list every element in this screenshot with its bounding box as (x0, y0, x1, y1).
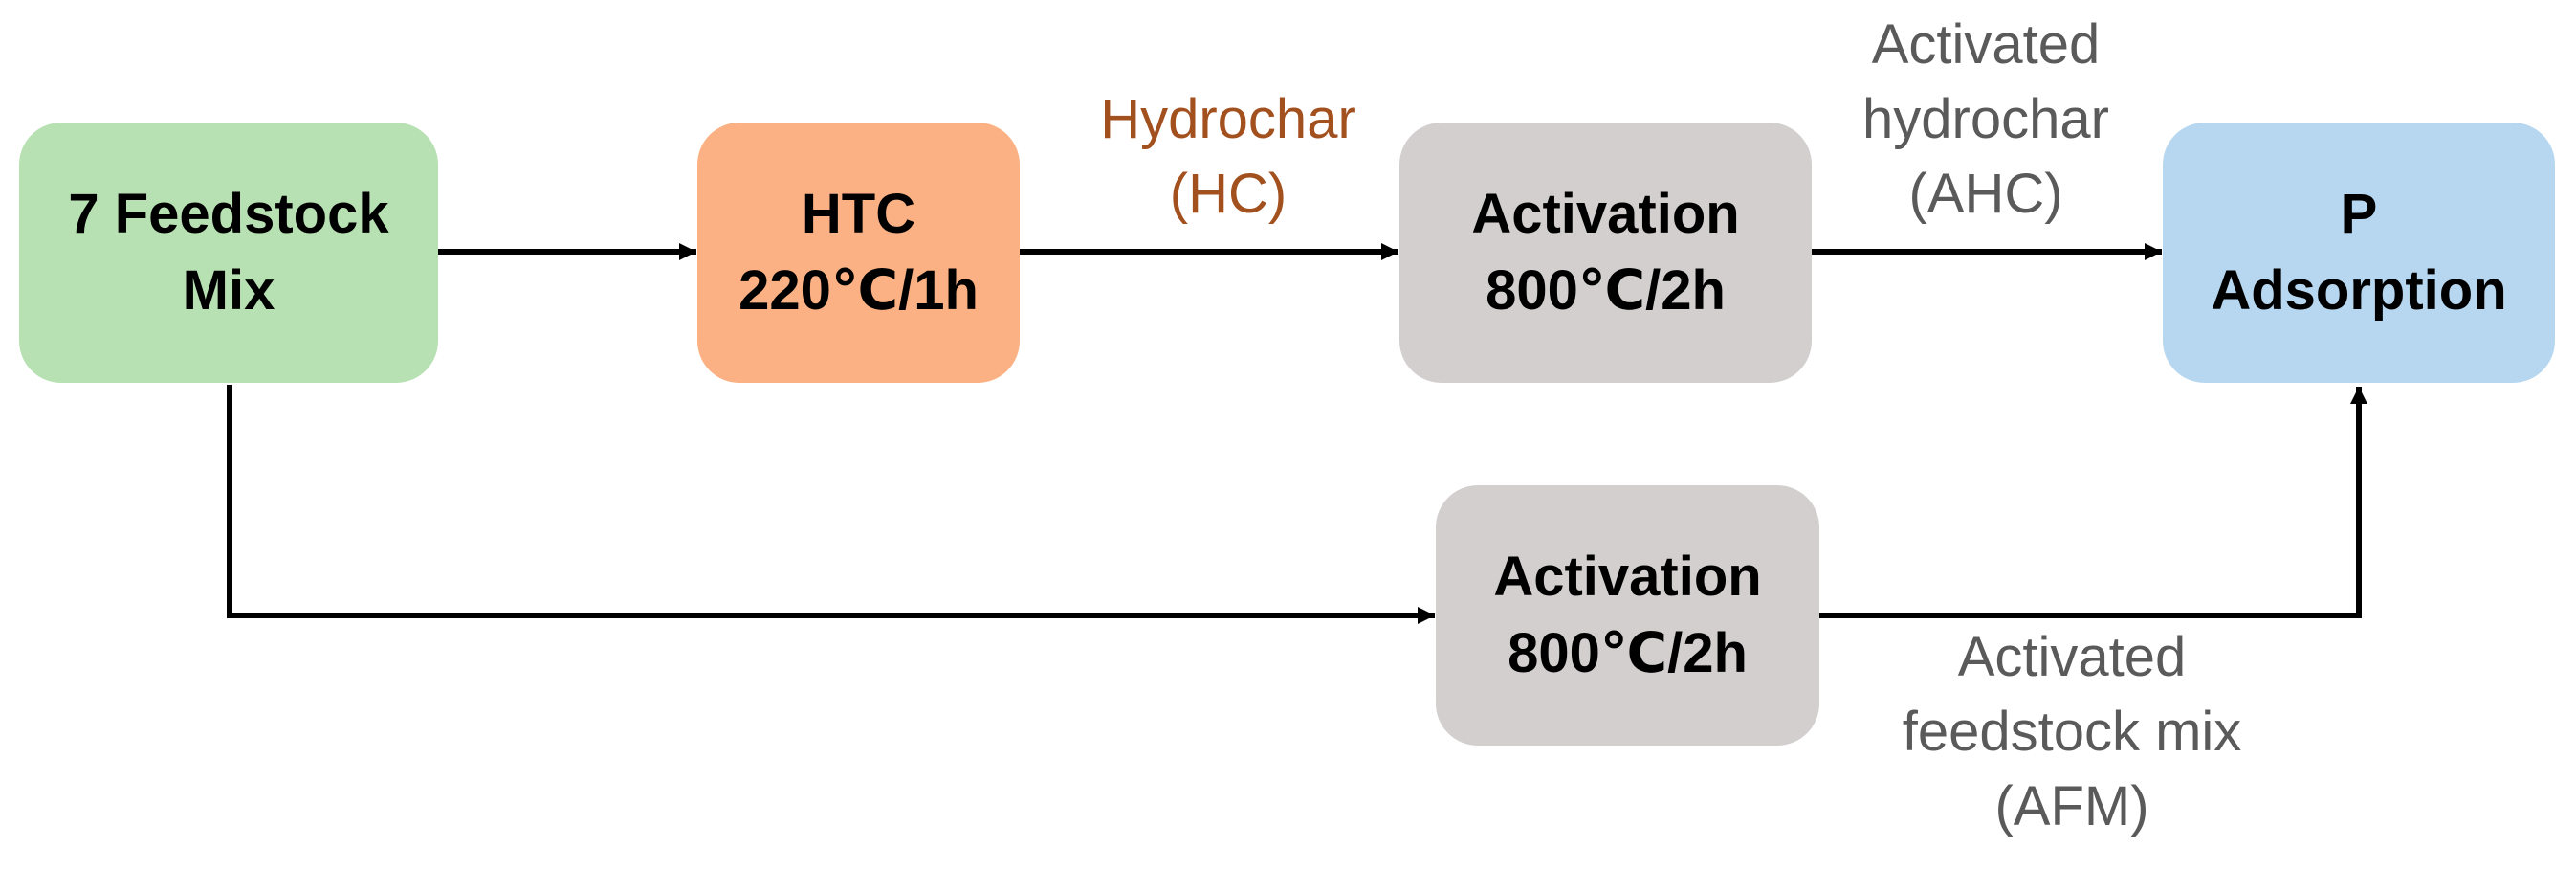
node-htc-line1: HTC (801, 183, 916, 245)
node-htc: HTC 220℃/1h (697, 123, 1020, 383)
arrow-activation-bottom-to-adsorption (1819, 387, 2367, 618)
label-hydrochar-line1: Hydrochar (1100, 88, 1356, 150)
label-ahc-line2: hydrochar (1862, 88, 2109, 150)
label-afm-line3: (AFM) (1994, 775, 2149, 837)
node-adsorption-line2: Adsorption (2211, 259, 2507, 322)
node-feedstock-line1: 7 Feedstock (68, 183, 389, 245)
node-activation-bottom: Activation 800℃/2h (1436, 485, 1819, 746)
node-activation-top-line2: 800℃/2h (1486, 259, 1726, 322)
label-afm-line1: Activated (1957, 626, 2187, 688)
node-activation-bottom-line1: Activation (1493, 546, 1762, 608)
node-adsorption-line1: P (2340, 183, 2378, 245)
node-feedstock-line2: Mix (182, 259, 275, 322)
node-activation-top-line1: Activation (1471, 183, 1740, 245)
label-afm-line2: feedstock mix (1902, 701, 2242, 763)
label-hydrochar-line2: (HC) (1169, 163, 1288, 225)
arrow-feedstock-to-activation-bottom (227, 385, 1435, 624)
label-hydrochar: Hydrochar (HC) (1037, 82, 1420, 232)
node-activation-bottom-line2: 800℃/2h (1508, 622, 1748, 684)
label-activated-feedstock-mix: Activated feedstock mix (AFM) (1833, 620, 2311, 844)
node-p-adsorption: P Adsorption (2163, 123, 2555, 383)
label-ahc-line3: (AHC) (1908, 163, 2063, 225)
node-feedstock-mix: 7 Feedstock Mix (19, 123, 438, 383)
node-activation-top: Activation 800℃/2h (1399, 123, 1812, 383)
label-activated-hydrochar: Activated hydrochar (AHC) (1794, 8, 2177, 232)
node-htc-line2: 220℃/1h (738, 259, 979, 322)
label-ahc-line1: Activated (1871, 13, 2101, 76)
